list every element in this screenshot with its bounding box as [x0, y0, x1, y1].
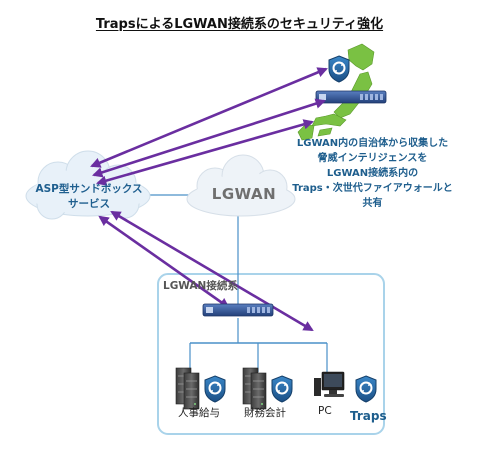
server-icon-payroll [175, 367, 200, 410]
asp-sandbox-label: ASP型サンドボックス サービス [14, 182, 164, 212]
top-traps-shield-icon [328, 55, 350, 83]
server-icon-accounting [242, 367, 267, 410]
device-label-payroll: 人事給与 [178, 407, 220, 419]
traps-label: Traps [350, 409, 387, 423]
arrow-asp-pc [110, 210, 314, 332]
note-line: Traps・次世代ファイアウォールと [292, 183, 453, 194]
lgwan-connection-label: LGWAN接続系 [163, 280, 238, 292]
note-line: 共有 [362, 198, 383, 209]
lgwan-cloud-label: LGWAN [211, 185, 277, 203]
asp-sandbox-label-line1: ASP型サンドボックス [35, 183, 143, 195]
arrow-asp-japan-low [95, 119, 315, 186]
device-label-pc: PC [318, 405, 332, 417]
note-line: LGWAN内の自治体から収集した [296, 138, 449, 149]
connection-firewall-icon [202, 303, 274, 317]
page-title: TrapsによるLGWAN接続系のセキュリティ強化 [95, 17, 384, 32]
threat-intel-note: LGWAN内の自治体から収集した 脅威インテリジェンスを LGWAN接続系内の … [270, 136, 475, 211]
note-line: 脅威インテリジェンスを [317, 153, 428, 164]
asp-sandbox-label-line2: サービス [68, 198, 110, 210]
traps-shield-icon-accounting [271, 375, 293, 403]
pc-icon [314, 371, 345, 397]
top-firewall-icon [315, 90, 387, 104]
traps-shield-icon-payroll [204, 375, 226, 403]
note-line: LGWAN接続系内の [326, 168, 419, 179]
device-label-accounting: 財務会計 [244, 407, 286, 419]
traps-shield-icon-pc [355, 375, 377, 403]
